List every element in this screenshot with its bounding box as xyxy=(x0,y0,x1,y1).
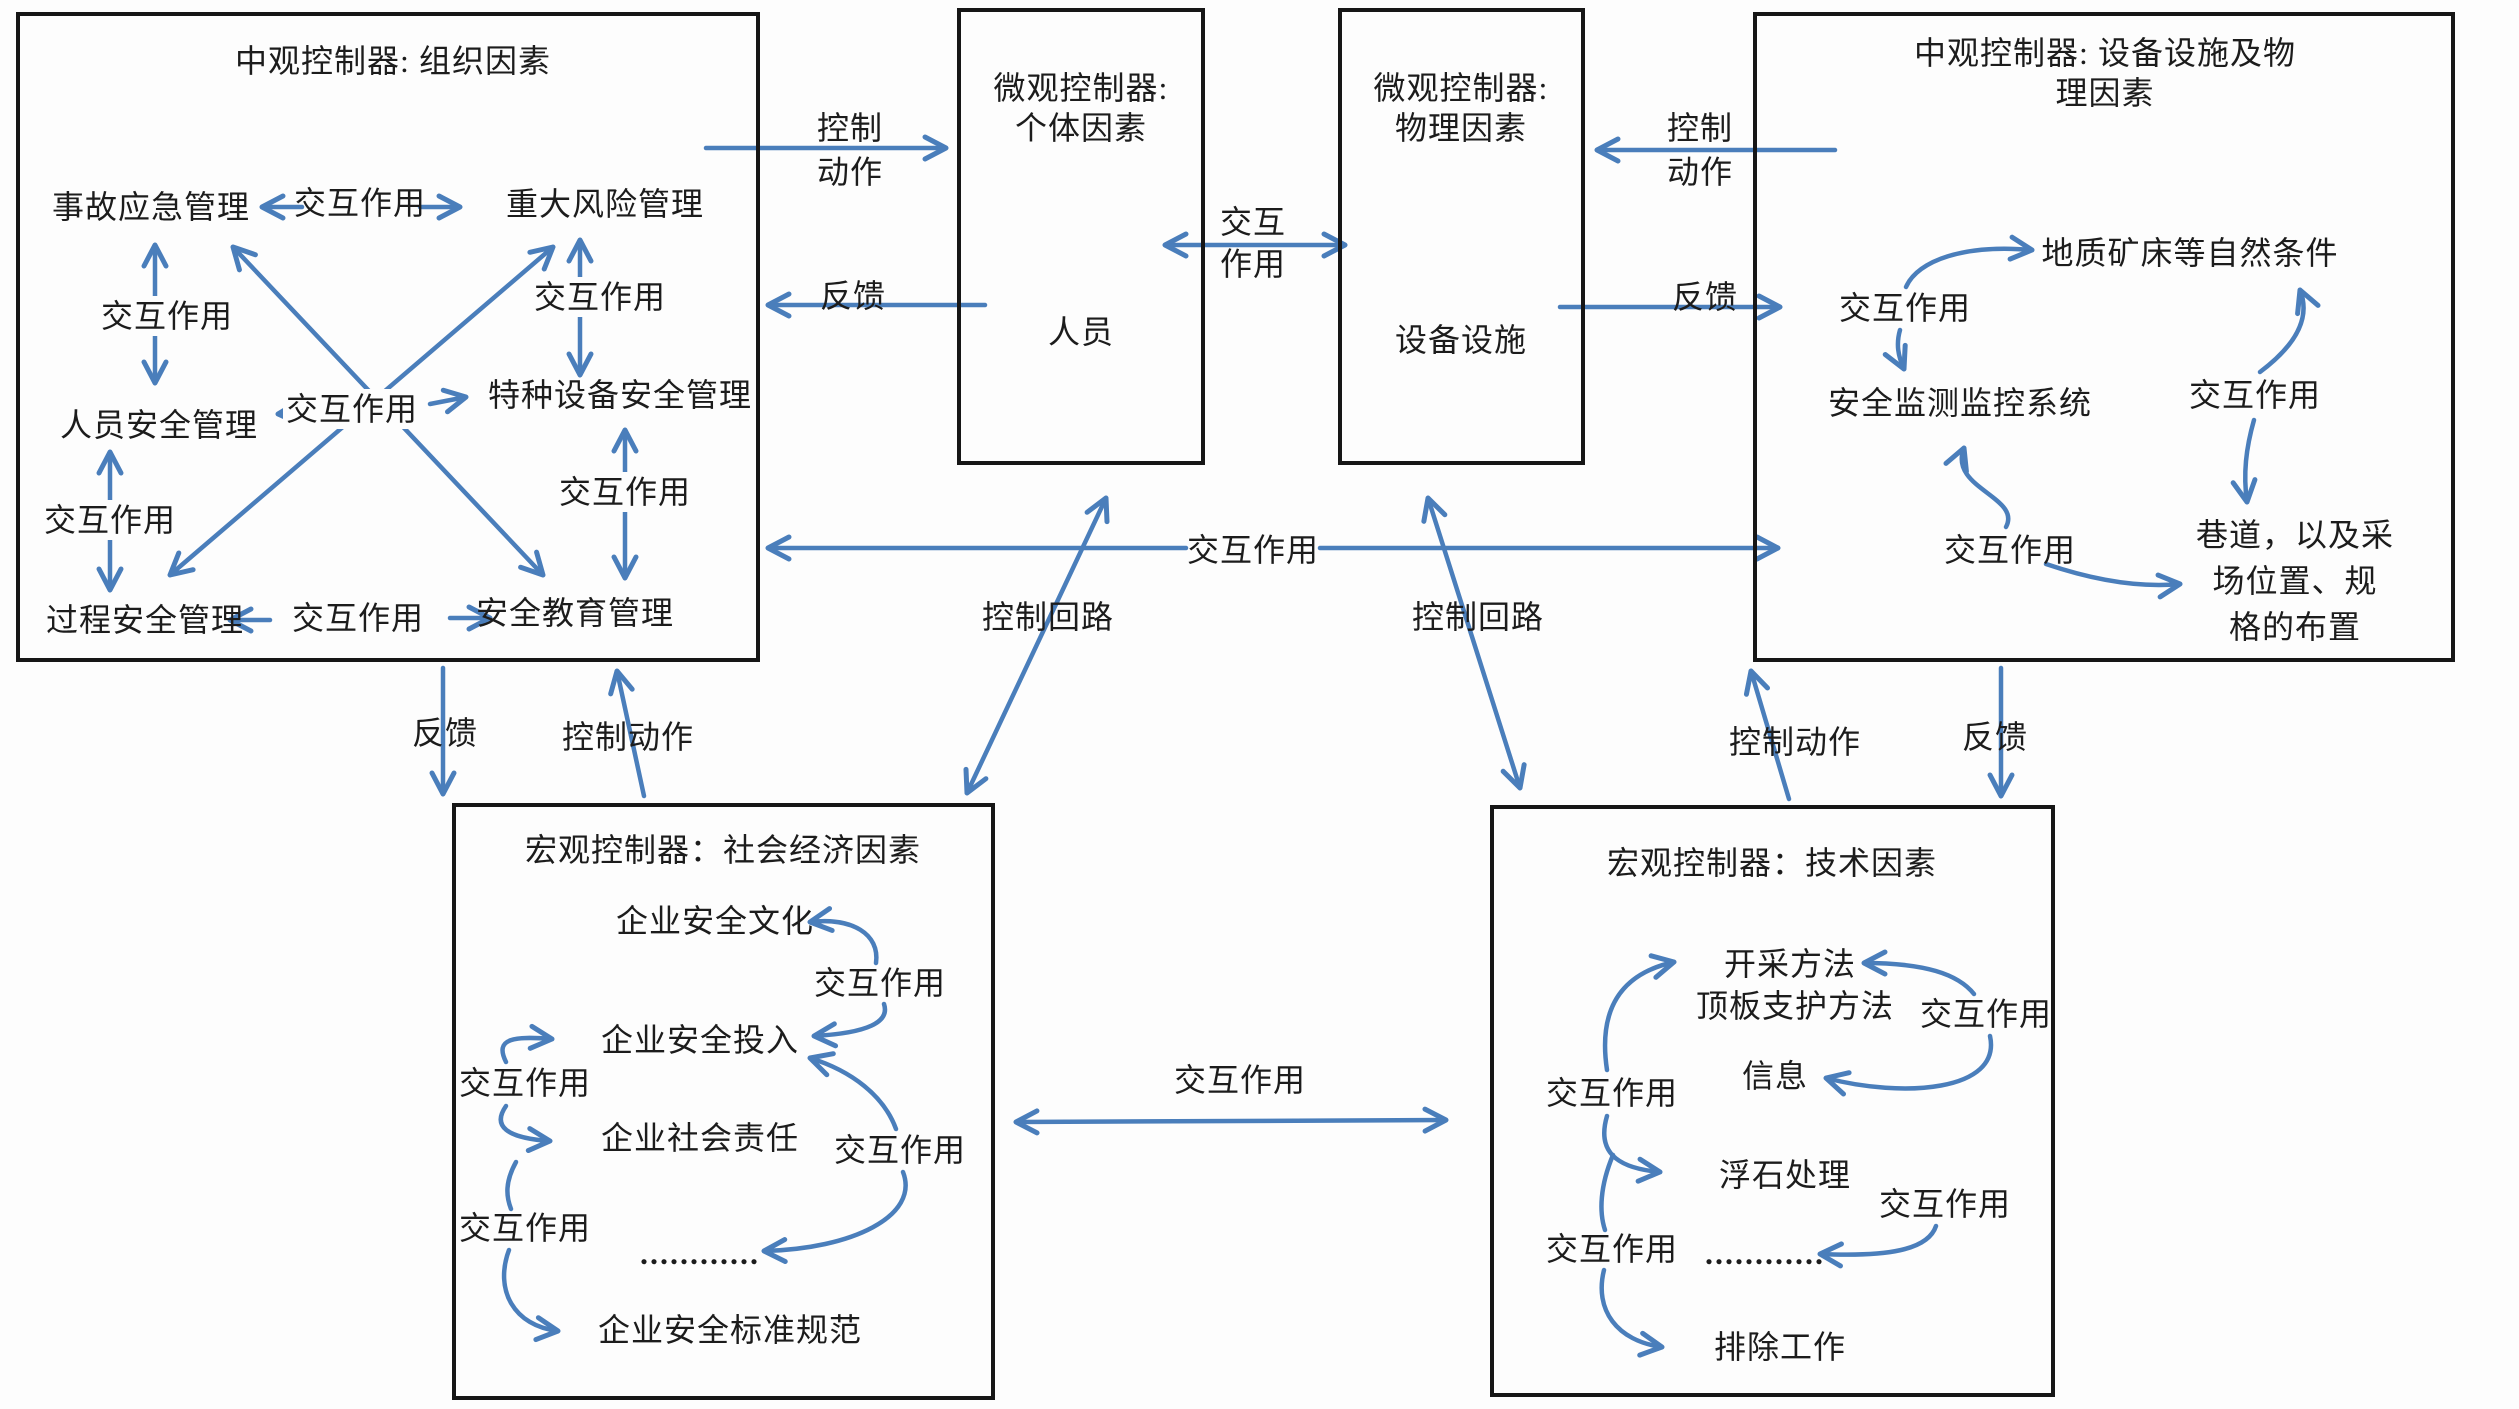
arrow-bl4-to-standards xyxy=(501,1247,561,1343)
node-accident-emergency-mgmt: 事故应急管理 xyxy=(51,189,251,225)
arrow-r-up-monitoring xyxy=(1943,445,2011,530)
label-interact-m1-m2: 交互 作用 xyxy=(1219,204,1287,282)
arrow-r2-down-roadway xyxy=(2230,417,2258,505)
arrow-bl-to-investment-r xyxy=(811,1001,888,1049)
label-br-dots: ............ xyxy=(1705,1235,1825,1271)
curve-br-chain xyxy=(1599,1152,1616,1233)
arrow-ctrl-loop-right xyxy=(1421,495,1527,791)
box-m2-title: 微观控制器: 物理因素 xyxy=(1373,70,1549,146)
node-equipment-facilities: 设备设施 xyxy=(1394,322,1528,358)
node-major-risk-mgmt: 重大风险管理 xyxy=(505,186,705,222)
arrow-br3-to-dots xyxy=(1817,1223,1939,1269)
box-r-title: 中观控制器: 设备设施及物理因素 xyxy=(1914,35,2296,111)
label-interact-br-4: 交互作用 xyxy=(1545,1231,1679,1267)
label-interact-l-v3: 交互作用 xyxy=(40,500,180,540)
box-bl-title: 宏观控制器：社会经济因素 xyxy=(524,832,922,868)
label-interact-r-1: 交互作用 xyxy=(1838,290,1972,326)
node-roadway-layout: 巷道，以及采 场位置、规 格的布置 xyxy=(2195,517,2395,645)
label-feedback-bottom-right: 反馈 xyxy=(1961,719,2029,755)
box-meso-equipment-physical xyxy=(1753,12,2455,662)
box-micro-individual-factors xyxy=(957,8,1205,465)
box-macro-socioeconomic xyxy=(452,803,995,1400)
label-ctrl-loop-right: 控制回路 xyxy=(1411,599,1545,635)
node-process-safety-mgmt: 过程安全管理 xyxy=(45,602,245,638)
label-interact-long-bottom: 交互作用 xyxy=(1173,1062,1307,1098)
label-ctrl-action-top-left: 控制 动作 xyxy=(816,110,884,190)
label-interact-l-center: 交互作用 xyxy=(282,389,422,429)
label-interact-bl-1: 交互作用 xyxy=(813,965,947,1001)
arrow-ctrl-action-bottom-right xyxy=(1743,668,1792,802)
arrow-l-center-right xyxy=(427,387,469,415)
arrow-bl2-to-investment xyxy=(500,1023,555,1065)
box-m1-title: 微观控制器: 个体因素 xyxy=(993,70,1169,146)
label-interact-l-v2: 交互作用 xyxy=(530,277,670,317)
label-interact-bl-4: 交互作用 xyxy=(458,1210,592,1246)
arrow-br2-to-mining xyxy=(1602,953,1677,1073)
label-interact-r-2: 交互作用 xyxy=(2188,377,2322,413)
node-mining-method: 开采方法 xyxy=(1723,946,1857,982)
label-interact-br-1: 交互作用 xyxy=(1919,996,2053,1032)
label-ctrl-action-bottom-left: 控制动作 xyxy=(561,719,695,755)
arrow-r-to-geology xyxy=(1903,234,2035,290)
curve-bl-chain xyxy=(505,1159,519,1212)
node-roof-support-method: 顶板支护方法 xyxy=(1695,988,1895,1024)
node-enterprise-safety-standards: 企业安全标准规范 xyxy=(597,1312,863,1348)
arrow-br4-to-removal xyxy=(1599,1267,1665,1358)
node-personnel-safety-mgmt: 人员安全管理 xyxy=(59,407,259,443)
arrow-ctrl-loop-left xyxy=(963,495,1110,796)
node-enterprise-safety-culture: 企业安全文化 xyxy=(615,903,815,939)
arrow-br1-to-mining xyxy=(1861,949,1977,997)
arrow-bl3-to-dots xyxy=(761,1169,908,1265)
arrow-br1-to-info xyxy=(1823,1033,1994,1097)
label-interact-br-3: 交互作用 xyxy=(1878,1186,2012,1222)
node-safety-monitoring-sys: 安全监测监控系统 xyxy=(1827,385,2093,421)
arrow-ctrl-action-bottom-left xyxy=(608,668,647,799)
label-feedback-bottom-left: 反馈 xyxy=(411,715,479,751)
label-interact-r-3: 交互作用 xyxy=(1943,532,2077,568)
label-ctrl-loop-left: 控制回路 xyxy=(981,599,1115,635)
label-ctrl-action-top-right: 控制 动作 xyxy=(1666,110,1734,190)
box-l-title: 中观控制器: 组织因素 xyxy=(235,43,551,79)
arrow-interact-long-bottom xyxy=(1013,1106,1449,1136)
label-interact-long-top: 交互作用 xyxy=(1186,532,1320,568)
node-geological-conditions: 地质矿床等自然条件 xyxy=(2041,235,2339,271)
node-enterprise-social-responsibility: 企业社会责任 xyxy=(600,1120,800,1156)
node-scaling-work: 排除工作 xyxy=(1713,1329,1847,1365)
arrow-bl2-to-responsibility xyxy=(498,1103,553,1154)
label-ctrl-action-bottom-right: 控制动作 xyxy=(1728,724,1862,760)
label-bl-dots: ............ xyxy=(640,1235,760,1271)
node-safety-education-mgmt: 安全教育管理 xyxy=(475,595,675,631)
node-special-equipment-mgmt: 特种设备安全管理 xyxy=(487,377,753,413)
arrow-r2-up-geology xyxy=(2257,287,2321,375)
node-floatstone-handling: 浮石处理 xyxy=(1718,1157,1852,1193)
label-interact-l-v1: 交互作用 xyxy=(97,296,237,336)
arrow-bl3-to-investment xyxy=(807,1051,899,1132)
node-personnel: 人员 xyxy=(1047,314,1115,350)
box-macro-technical xyxy=(1490,805,2055,1397)
label-interact-bl-3: 交互作用 xyxy=(833,1132,967,1168)
box-micro-physical-factors xyxy=(1338,8,1585,465)
label-interact-l-v4: 交互作用 xyxy=(555,472,695,512)
arrow-r-to-roadway xyxy=(2043,561,2183,600)
label-interact-l-row3: 交互作用 xyxy=(291,600,425,636)
label-feedback-top-right: 反馈 xyxy=(1671,279,1739,315)
label-feedback-top-left: 反馈 xyxy=(819,278,887,314)
box-meso-organizational-factors xyxy=(16,12,760,662)
arrow-bl-to-culture xyxy=(807,906,879,966)
label-interact-br-2: 交互作用 xyxy=(1545,1075,1679,1111)
label-interact-l-row1: 交互作用 xyxy=(293,185,427,221)
node-information: 信息 xyxy=(1741,1058,1809,1094)
box-br-title: 宏观控制器：技术因素 xyxy=(1606,845,1938,881)
node-enterprise-safety-investment: 企业安全投入 xyxy=(600,1022,800,1058)
arrow-r-to-monitoring xyxy=(1882,327,1908,372)
label-interact-bl-2: 交互作用 xyxy=(458,1065,592,1101)
